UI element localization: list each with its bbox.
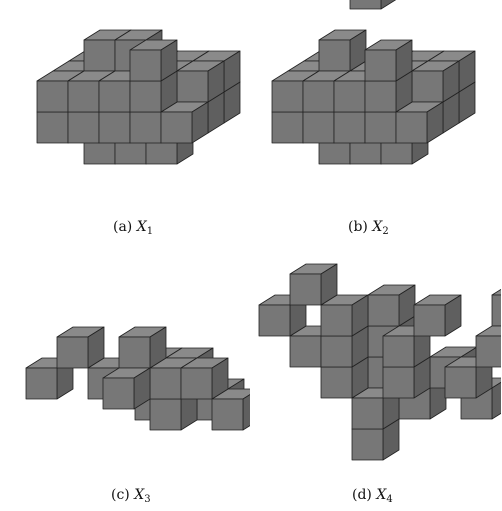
cube-x2-24 bbox=[318, 29, 367, 72]
cube-front-face bbox=[411, 70, 444, 103]
cube-x2-25 bbox=[349, 0, 397, 10]
cube-x3-10 bbox=[180, 357, 229, 400]
caption-x1-subscript: 1 bbox=[146, 226, 154, 237]
cube-front-face bbox=[320, 304, 353, 337]
cube-x3-11 bbox=[56, 326, 105, 369]
cube-front-face bbox=[302, 111, 335, 144]
cube-x4-18 bbox=[413, 294, 462, 337]
cube-front-face bbox=[382, 335, 415, 368]
cube-front-face bbox=[160, 111, 193, 144]
cube-front-face bbox=[102, 377, 135, 410]
cube-front-face bbox=[67, 111, 100, 144]
caption-x3-subscript: 3 bbox=[144, 494, 151, 505]
cube-front-face bbox=[129, 111, 162, 144]
cube-front-face bbox=[351, 397, 384, 430]
cube-x2-23 bbox=[411, 60, 460, 103]
cube-front-face bbox=[320, 366, 353, 399]
cube-x4-17 bbox=[320, 294, 369, 337]
cube-front-face bbox=[118, 336, 151, 369]
cube-x4-5 bbox=[367, 284, 416, 327]
cube-front-face bbox=[475, 335, 501, 368]
panel-x4-voxel-shape bbox=[258, 263, 501, 461]
cube-x2-35 bbox=[364, 39, 413, 82]
cube-front-face bbox=[349, 0, 382, 10]
cube-front-face bbox=[382, 366, 415, 399]
cube-front-face bbox=[271, 80, 304, 113]
caption-x2: (b) X2 bbox=[348, 219, 389, 237]
caption-x3-label: (c) bbox=[111, 487, 130, 503]
cube-x2-30 bbox=[395, 101, 444, 144]
cube-front-face bbox=[289, 335, 322, 368]
caption-x1-symbol: X bbox=[136, 219, 147, 235]
cube-front-face bbox=[129, 49, 162, 82]
cube-front-face bbox=[333, 80, 366, 113]
cube-front-face bbox=[364, 111, 397, 144]
cube-top-face bbox=[491, 288, 501, 296]
cube-front-face bbox=[129, 80, 162, 113]
cube-front-face bbox=[444, 366, 477, 399]
cube-front-face bbox=[83, 39, 116, 72]
cube-front-face bbox=[302, 80, 335, 113]
cube-x4-15 bbox=[475, 325, 501, 368]
cube-front-face bbox=[289, 273, 322, 306]
cube-x3-6 bbox=[211, 388, 250, 431]
cube-front-face bbox=[149, 398, 182, 431]
cube-x1-30 bbox=[160, 101, 209, 144]
caption-x4: (d) X4 bbox=[352, 487, 393, 505]
cube-front-face bbox=[320, 335, 353, 368]
cube-front-face bbox=[211, 398, 244, 431]
cube-x4-6 bbox=[491, 288, 501, 327]
cube-front-face bbox=[333, 111, 366, 144]
cube-front-face bbox=[56, 336, 89, 369]
panel-x3-voxel-shape bbox=[25, 326, 250, 431]
cube-x2-34 bbox=[364, 70, 413, 113]
caption-x3-symbol: X bbox=[134, 487, 145, 503]
caption-x3: (c) X3 bbox=[111, 487, 151, 505]
cube-front-face bbox=[318, 39, 351, 72]
cube-front-face bbox=[25, 367, 58, 400]
cube-front-face bbox=[395, 111, 428, 144]
caption-x2-label: (b) bbox=[348, 219, 368, 235]
cube-front-face bbox=[351, 428, 384, 461]
caption-x2-symbol: X bbox=[372, 219, 383, 235]
caption-x2-subscript: 2 bbox=[382, 226, 389, 237]
panel-x2-voxel-shape bbox=[271, 0, 476, 165]
cube-x3-12 bbox=[118, 326, 167, 369]
cube-front-face bbox=[36, 111, 69, 144]
cube-side-face bbox=[380, 0, 397, 10]
caption-x1-label: (a) bbox=[113, 219, 133, 235]
cube-front-face bbox=[367, 294, 400, 327]
cube-front-face bbox=[98, 80, 131, 113]
caption-x1: (a) X1 bbox=[113, 219, 154, 237]
cube-front-face bbox=[149, 367, 182, 400]
cube-front-face bbox=[180, 367, 213, 400]
cube-front-face bbox=[491, 294, 501, 327]
panel-x1-voxel-shape bbox=[36, 29, 241, 165]
caption-x4-subscript: 4 bbox=[386, 494, 393, 505]
cube-front-face bbox=[98, 111, 131, 144]
cube-front-face bbox=[364, 49, 397, 82]
caption-x4-symbol: X bbox=[376, 487, 387, 503]
cube-x1-23 bbox=[176, 60, 225, 103]
caption-x4-label: (d) bbox=[352, 487, 372, 503]
cube-front-face bbox=[271, 111, 304, 144]
cube-front-face bbox=[364, 80, 397, 113]
cube-top-face bbox=[475, 325, 501, 337]
cube-front-face bbox=[176, 70, 209, 103]
cube-x3-14 bbox=[102, 367, 151, 410]
cube-front-face bbox=[67, 80, 100, 113]
cube-front-face bbox=[36, 80, 69, 113]
cube-x4-19 bbox=[289, 263, 338, 306]
cube-x1-35 bbox=[129, 39, 178, 82]
cube-front-face bbox=[413, 304, 446, 337]
cube-front-face bbox=[258, 304, 291, 337]
